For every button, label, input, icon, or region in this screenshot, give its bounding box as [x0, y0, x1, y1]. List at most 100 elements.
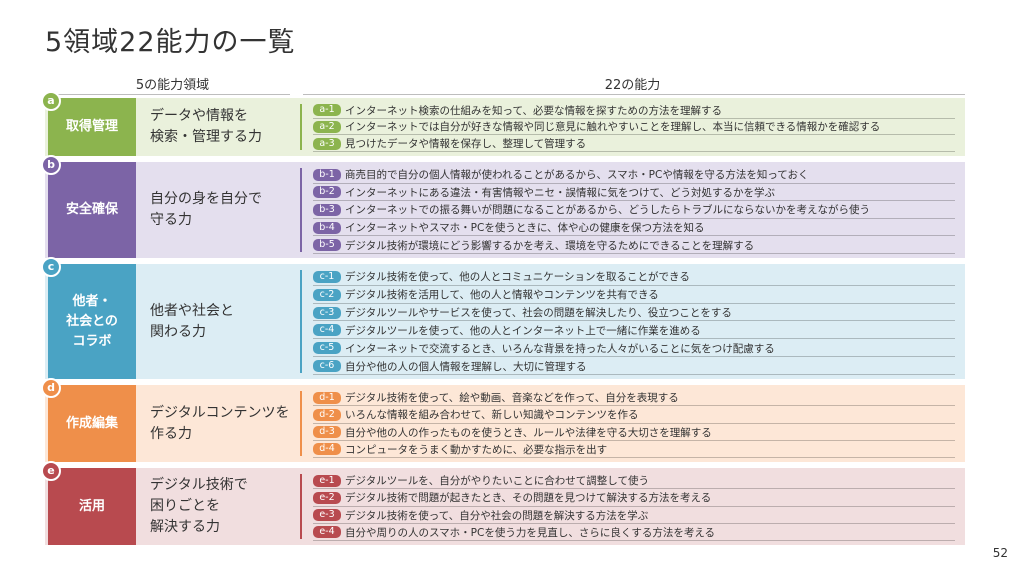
ability-code-badge: b-5	[313, 239, 341, 252]
ability-text: 見つけたデータや情報を保存し、整理して管理する	[345, 138, 587, 151]
area-letter-badge: b	[41, 155, 61, 175]
area-name-line: コラボ	[72, 333, 112, 349]
area-name-line: 活用	[78, 498, 105, 514]
area-name: 活用	[48, 468, 136, 545]
ability-text: インターネット検索の仕組みを知って、必要な情報を探すための方法を理解する	[345, 104, 722, 117]
area-description-line: 自分の身を自分で	[150, 191, 262, 207]
ability-code-badge: c-6	[313, 360, 341, 373]
ability-code-badge: b-3	[313, 203, 341, 216]
row-separator	[313, 338, 955, 340]
area-name: 安全確保	[48, 162, 136, 258]
area-description-line: 検索・管理する力	[150, 129, 262, 145]
ability-code-badge: e-3	[313, 509, 341, 522]
ability-text: デジタル技術を使って、絵や動画、音楽などを作って、自分を表現する	[345, 392, 679, 405]
page-title: 5領域22能力の一覧	[45, 27, 296, 58]
area-description-line: 解決する力	[150, 519, 220, 535]
area-name-line: 安全確保	[65, 202, 118, 217]
ability-code-badge: e-1	[313, 474, 341, 487]
ability-text: コンピュータをうまく動かすために、必要な指示を出す	[345, 443, 608, 456]
ability-code-badge: d-1	[313, 391, 341, 404]
area-name-line: 取得管理	[65, 119, 118, 134]
row-separator	[313, 356, 955, 358]
area-description-line: 他者や社会と	[150, 302, 234, 319]
ability-code-badge: c-1	[313, 270, 341, 283]
row-separator	[313, 522, 955, 524]
area-badge: 安全確保	[48, 162, 136, 258]
area-badge: 活用	[48, 468, 136, 545]
row-separator	[313, 284, 955, 286]
ability-text: デジタル技術が環境にどう影響するかを考え、環境を守るためにできることを理解する	[345, 239, 755, 252]
area-description-line: デジタル技術で	[150, 477, 248, 493]
area-name: 他者・社会とのコラボ	[48, 264, 136, 379]
row-separator	[313, 405, 955, 407]
section-background	[45, 98, 965, 156]
page-number: 52	[992, 546, 1008, 560]
ability-code-badge: d-4	[313, 443, 341, 456]
row-separator	[313, 422, 955, 424]
ability-text: デジタルツールやサービスを使って、社会の問題を解決したり、役立つことをする	[345, 307, 732, 320]
area-description: 自分の身を自分で守る力	[150, 162, 262, 258]
ability-text: デジタル技術で問題が起きたとき、その問題を見つけて解決する方法を考える	[345, 492, 712, 505]
ability-code-badge: d-3	[313, 426, 341, 439]
area-description-line: デジタルコンテンツを	[150, 404, 290, 421]
ability-text: デジタル技術を活用して、他の人と情報やコンテンツを共有できる	[345, 289, 659, 302]
section-divider	[300, 168, 302, 252]
ability-item: b-4 インターネットやスマホ・PCを使うときに、体や心の健康を保つ方法を知る	[313, 219, 955, 237]
areas-header-underline	[45, 94, 290, 95]
ability-code-badge: b-4	[313, 221, 341, 234]
area-letter-badge: d	[41, 378, 61, 398]
row-separator	[313, 252, 955, 254]
ability-code-badge: a-2	[313, 120, 341, 133]
area-description: デジタル技術で困りごとを解決する力	[150, 468, 248, 545]
section-background	[45, 385, 965, 462]
row-separator	[313, 117, 955, 119]
ability-item: c-6 自分や他の人の個人情報を理解し、大切に管理する	[313, 357, 955, 375]
area-name: 取得管理	[48, 98, 136, 156]
area-name-line: 作成編集	[65, 415, 118, 431]
ability-text: 自分や他の人の個人情報を理解し、大切に管理する	[345, 360, 587, 373]
area-badge: 取得管理	[48, 98, 136, 156]
row-separator	[313, 150, 955, 152]
ability-code-badge: c-5	[313, 342, 341, 355]
row-separator	[313, 505, 955, 507]
row-separator	[313, 235, 955, 237]
ability-code-badge: a-1	[313, 104, 341, 117]
area-name-line: 社会との	[66, 313, 118, 329]
section-divider	[300, 104, 302, 150]
section-a: 取得管理 a データや情報を検索・管理する力 a-1 インターネット検索の仕組みを知って…	[41, 91, 965, 156]
area-description-line: 困りごとを	[150, 498, 220, 514]
ability-text: 商売目的で自分の個人情報が使われることがあるから、スマホ・PCや情報を守る方法を…	[345, 169, 809, 182]
area-description-line: 作る力	[150, 425, 192, 442]
area-letter: c	[47, 260, 55, 273]
ability-list: a-1 インターネット検索の仕組みを知って、必要な情報を探すための方法を理解する a…	[313, 102, 955, 152]
ability-text: 自分や他の人の作ったものを使うとき、ルールや法律を守る大切さを理解する	[345, 426, 712, 439]
ability-text: インターネットやスマホ・PCを使うときに、体や心の健康を保つ方法を知る	[345, 222, 705, 235]
area-letter: e	[47, 464, 55, 477]
ability-text: デジタルツールを使って、他の人とインターネット上で一緒に作業を進める	[345, 324, 701, 337]
area-description: データや情報を検索・管理する力	[150, 98, 262, 156]
ability-text: インターネットにある違法・有害情報やニセ・誤情報に気をつけて、どう対処するかを学…	[345, 186, 775, 199]
ability-text: 自分や周りの人のスマホ・PCを使う力を見直し、さらに良くする方法を考える	[345, 526, 716, 539]
section-background	[45, 264, 965, 379]
area-letter-badge: c	[41, 257, 61, 277]
ability-item: d-4 コンピュータをうまく動かすために、必要な指示を出す	[313, 441, 955, 458]
area-letter-badge: a	[41, 91, 61, 111]
row-separator	[313, 373, 955, 375]
section-background	[45, 162, 965, 258]
row-separator	[313, 457, 955, 458]
section-divider	[300, 270, 302, 373]
